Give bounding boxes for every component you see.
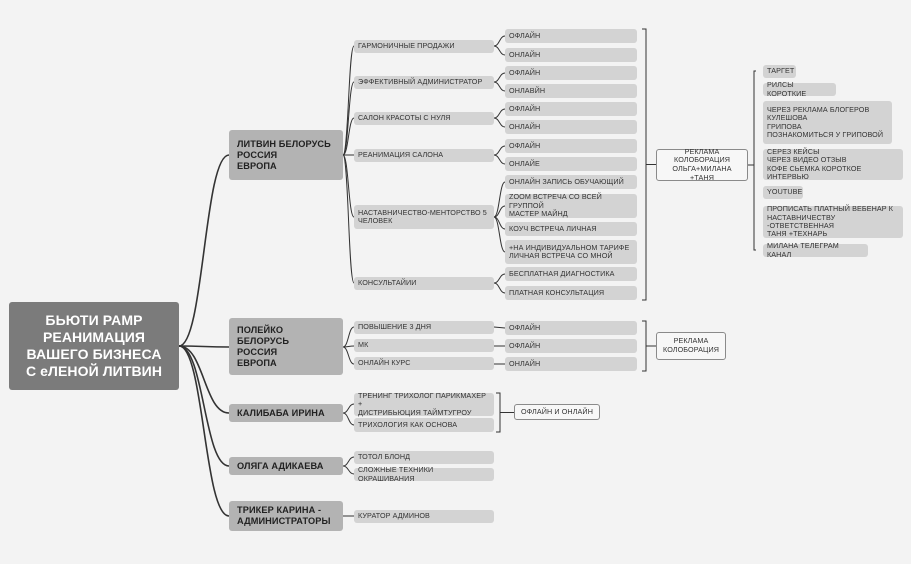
ad-reels[interactable]: РИЛСЫ КОРОТКИЕ: [763, 80, 836, 97]
topic-upgrade-3-days[interactable]: ПОВЫШЕНИЕ 3 ДНЯ: [354, 321, 494, 334]
root-topic[interactable]: БЬЮТИ PAMP РЕАНИМАЦИЯ ВАШЕГО БИЗНЕСА С е…: [9, 302, 179, 390]
ad-telegram[interactable]: МИЛАНА ТЕЛЕГРАМ КАНАЛ: [763, 241, 868, 258]
item-connector: [493, 72, 506, 83]
salon-scratch-offline[interactable]: ОФЛАЙН: [505, 102, 637, 116]
root-connector: [178, 345, 230, 467]
branch1-connector: [342, 45, 355, 156]
item-connector: [493, 216, 506, 230]
consult-paid[interactable]: ПЛАТНАЯ КОНСУЛЬТАЦИЯ: [505, 286, 637, 300]
mk-offline[interactable]: ОФЛАЙН: [505, 339, 637, 353]
item-connector: [493, 282, 506, 294]
branch-triker[interactable]: ТРИКЕР КАРИНА - АДМИНИСТРАТОРЫ: [229, 501, 343, 531]
branch1-connector: [342, 117, 355, 156]
mentorship-online-recording[interactable]: ОНЛАЙН ЗАПИСЬ ОБУЧАЮЩИЙ: [505, 175, 637, 189]
branch4-connector: [342, 456, 355, 467]
topic-trichology-training[interactable]: ТРЕНИНГ ТРИХОЛОГ ПАРИКМАХЕР + ДИСТРИБЬЮЦ…: [354, 391, 494, 416]
item-connector: [493, 35, 506, 47]
effective-admin-online[interactable]: ОНЛАВЙН: [505, 84, 637, 98]
ad-cases[interactable]: СЕРЕЗ КЕЙСЫ ЧЕРЕЗ ВИДЕО ОТЗЫВ КОФЕ СЬЕМК…: [763, 147, 903, 181]
branch2-connector: [342, 345, 355, 348]
mentorship-zoom-group[interactable]: ZOOM ВСТРЕЧА СО ВСЕЙ ГРУППОЙ МАСТЕР МАЙН…: [505, 193, 637, 218]
item-connector: [493, 154, 506, 165]
branch2-connector: [342, 346, 355, 365]
topic-mk[interactable]: МК: [354, 339, 494, 352]
summary-ads-collab-2[interactable]: РЕКЛАМА КОЛОБОРАЦИЯ: [656, 332, 726, 360]
branch-kalibaba[interactable]: КАЛИБАБА ИРИНА: [229, 404, 343, 422]
item-connector: [493, 181, 506, 218]
effective-admin-offline[interactable]: ОФЛАЙН: [505, 66, 637, 80]
branch3-connector: [342, 403, 355, 414]
item-connector: [493, 205, 506, 218]
branch-adikaeva[interactable]: ОЛЯГА АДИКАЕВА: [229, 457, 343, 475]
item-connector: [493, 117, 506, 128]
topic-salon-reanimation[interactable]: РЕАНИМАЦИЯ САЛОНА: [354, 149, 494, 162]
topic-admin-curator[interactable]: КУРАТОР АДМИНОВ: [354, 510, 494, 523]
mentorship-coach-meeting[interactable]: КОУЧ ВСТРЕЧА ЛИЧНАЯ: [505, 222, 637, 236]
bracket-branch2: [642, 320, 647, 372]
topic-consultations[interactable]: КОНСУЛЬТАЙИИ: [354, 277, 494, 290]
branch3-connector: [342, 412, 355, 426]
root-connector: [178, 154, 230, 347]
salon-scratch-online[interactable]: ОНЛАЙН: [505, 120, 637, 134]
bracket-branch3: [496, 392, 501, 433]
ad-bloggers[interactable]: ЧЕРЕЗ РЕКЛАМА БЛОГЕРОВ КУЛЕШОВА ГРИПОВА …: [763, 101, 892, 144]
consult-free-diagnostics[interactable]: БЕСПЛАТНАЯ ДИАГНОСТИКА: [505, 267, 637, 281]
branch1-connector: [342, 81, 355, 156]
reanimation-online[interactable]: ОНЛАЙЕ: [505, 157, 637, 171]
root-connector: [178, 345, 230, 517]
branch4-connector: [342, 465, 355, 475]
summary-ads-collab-1[interactable]: РЕКЛАМА КОЛОБОРАЦИЯ ОЛЬГА+МИЛАНА +ТАНЯ: [656, 147, 748, 181]
topic-harmonic-sales[interactable]: ГАРМОНИЧНЫЕ ПРОДАЖИ: [354, 40, 494, 53]
item-connector: [493, 273, 506, 284]
topic-effective-admin[interactable]: ЭФФЕКТИВНЫЙ АДМИНИСТРАТОР: [354, 76, 494, 89]
root-connector: [178, 345, 230, 348]
topic-mentorship[interactable]: НАСТАВНИЧЕСТВО-МЕНТОРСТВО 5 ЧЕЛОВЕК: [354, 205, 494, 229]
item-connector: [493, 81, 506, 92]
reanimation-offline[interactable]: ОФЛАЙН: [505, 139, 637, 153]
item-connector: [493, 45, 506, 56]
harmonic-sales-online[interactable]: ОНЛАЙН: [505, 48, 637, 62]
ad-youtube[interactable]: YOUTUBE: [763, 186, 803, 199]
item-connector: [493, 216, 506, 253]
harmonic-sales-offline[interactable]: ОФЛАЙН: [505, 29, 637, 43]
ads-bracket: [753, 70, 756, 251]
root-connector: [178, 345, 230, 414]
ad-webinar[interactable]: ПРОПИСАТЬ ПЛАТНЫЙ ВЕБЕНАР К НАСТАВНИЧЕСТ…: [763, 204, 903, 238]
branch1-connector: [342, 154, 355, 218]
ad-target[interactable]: ТАРГЕТ: [763, 65, 796, 78]
topic-salon-from-scratch[interactable]: САЛОН КРАСОТЫ С НУЛЯ: [354, 112, 494, 125]
topic-online-course[interactable]: ОНЛАЙН КУРС: [354, 357, 494, 370]
summary-offline-online[interactable]: ОФЛАЙН И ОНЛАЙН: [514, 404, 600, 420]
branch-poleyko[interactable]: ПОЛЕЙКО БЕЛОРУСЬ РОССИЯ ЕВРОПА: [229, 318, 343, 375]
branch2-child-connector: [493, 326, 506, 329]
topic-total-blond[interactable]: ТОТОЛ БЛОНД: [354, 451, 494, 464]
topic-complex-coloring[interactable]: СЛОЖНЫЕ ТЕХНИКИ ОКРАШИВАНИЯ: [354, 465, 494, 482]
branch2-connector: [342, 326, 355, 348]
bracket-branch1: [642, 28, 647, 301]
branch1-connector: [342, 154, 355, 284]
topic-trichology-basis[interactable]: ТРИХОЛОГИЯ КАК ОСНОВА: [354, 418, 494, 432]
item-connector: [493, 108, 506, 119]
branch-litvin[interactable]: ЛИТВИН БЕЛОРУСЬ РОССИЯ ЕВРОПА: [229, 130, 343, 180]
upgrade-offline[interactable]: ОФЛАЙН: [505, 321, 637, 335]
mentorship-individual[interactable]: +НА ИНДИВИДУАЛЬНОМ ТАРИФЕ ЛИЧНАЯ ВСТРЕЧА…: [505, 240, 637, 264]
online-course-online[interactable]: ОНЛАЙН: [505, 357, 637, 371]
item-connector: [493, 145, 506, 156]
